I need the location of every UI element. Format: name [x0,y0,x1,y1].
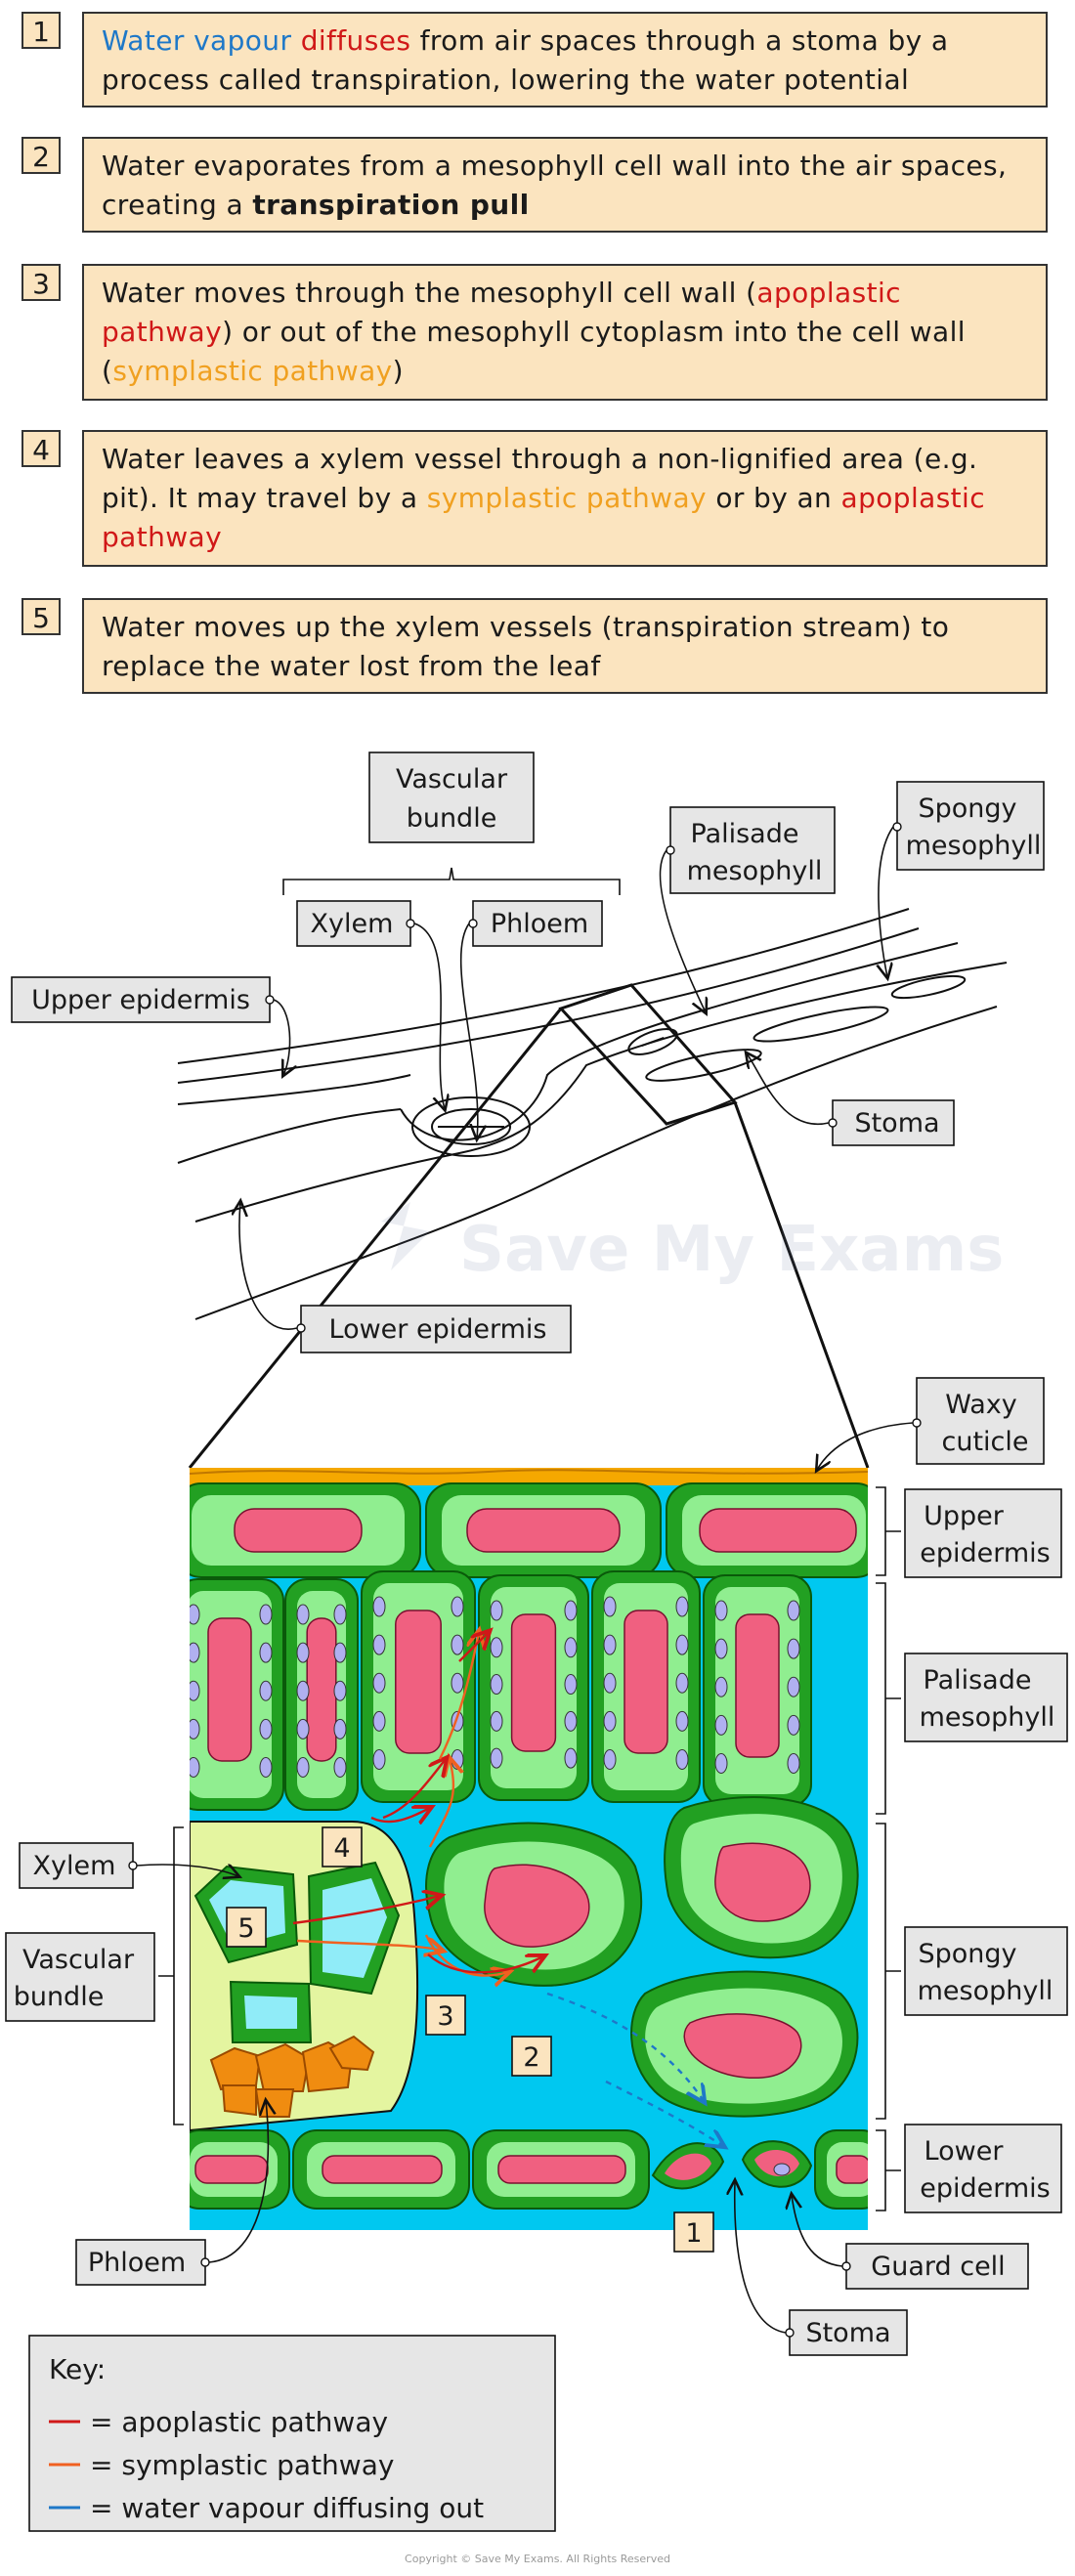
step-text-part: transpiration pull [252,189,530,221]
svg-text:bundle: bundle [14,1982,105,2012]
svg-text:Guard cell: Guard cell [871,2252,1005,2282]
step-text: Water leaves a xylem vessel through a no… [82,430,1048,567]
marker-5: 5 [226,1907,267,1948]
svg-text:3: 3 [437,2001,453,2032]
vascular-bundle-cross [190,1821,419,2132]
svg-text:1: 1 [685,2218,702,2249]
step-text-part: diffuses [300,24,411,57]
label-xylem-top [296,900,411,947]
step-text-part [291,24,300,57]
marker-1: 1 [673,2211,714,2253]
step-text-part: ) or out of the mesophyll cytoplasm into… [102,316,966,387]
svg-text:4: 4 [333,1833,350,1864]
key-apoplastic: = apoplastic pathway [90,2406,388,2438]
svg-text:Stoma: Stoma [854,1108,939,1138]
svg-text:Lower epidermis: Lower epidermis [329,1314,547,1345]
step-number: 5 [22,598,61,635]
label-phloem-top [472,900,603,947]
cross-labels: Waxy cuticle Upper epidermis Palisade me… [5,1377,1068,2356]
step-text-part: ) [392,355,404,387]
step-number: 2 [22,137,61,174]
svg-text:Spongy: Spongy [918,794,1016,824]
step-text-part: Water evaporates from a mesophyll cell w… [102,150,1008,221]
svg-text:mesophyll: mesophyll [918,1976,1054,2006]
svg-text:mesophyll: mesophyll [920,1702,1055,1733]
svg-text:mesophyll: mesophyll [906,831,1042,861]
svg-text:Phloem: Phloem [491,909,588,939]
lower-epidermis-cells [190,2129,868,2210]
step-text: Water evaporates from a mesophyll cell w… [82,137,1048,233]
step-text-part: symplastic pathway [112,355,393,387]
step-number: 1 [22,12,61,49]
zoom-lines [188,983,870,1469]
svg-text:mesophyll: mesophyll [687,856,823,886]
step-text-part: symplastic pathway [426,482,708,514]
label-palisade-top [669,806,836,894]
marker-3: 3 [425,1995,466,2036]
svg-text:Stoma: Stoma [805,2318,890,2348]
step-text-part: from air spaces through a stoma by a pro… [102,24,949,96]
step-text-part: Water moves up the xylem vessels (transp… [102,611,950,682]
leaf-labels: Vascular bundle Xylem Phloem Palisade me… [11,751,1045,1353]
svg-text:Lower: Lower [924,2136,1005,2167]
key-symplastic: = symplastic pathway [90,2449,394,2481]
step-text: Water vapour diffuses from air spaces th… [82,12,1048,107]
key-panel: Key: = apoplastic pathway = symplastic p… [28,2335,556,2532]
svg-text:Xylem: Xylem [33,1851,116,1881]
leaf-outline [177,908,1008,1320]
svg-text:Upper: Upper [924,1501,1005,1531]
svg-text:5: 5 [237,1913,254,1944]
marker-2: 2 [511,2036,552,2077]
watermark: Save My Exams [381,1202,1004,1286]
step-text: Water moves through the mesophyll cell w… [82,264,1048,401]
svg-text:epidermis: epidermis [920,1538,1051,1568]
key-vapour: = water vapour diffusing out [90,2492,484,2524]
svg-text:Palisade: Palisade [924,1665,1032,1696]
svg-text:Save My Exams: Save My Exams [459,1214,1004,1286]
step-text-part: Water moves through the mesophyll cell w… [102,277,757,309]
upper-epidermis-cells [190,1482,868,1578]
step-text-part: apoplastic pathway [102,277,901,348]
pathway-arrows [292,1632,723,2146]
step-markers: 1 2 3 4 5 [226,1826,714,2253]
step-text-part: Water leaves a xylem vessel through a no… [102,443,978,514]
svg-text:Upper epidermis: Upper epidermis [31,985,250,1015]
step-text-part: Water vapour [102,24,292,57]
svg-text:Key:: Key: [49,2353,106,2385]
label-upper-epidermis-top [11,976,271,1023]
svg-text:bundle: bundle [407,803,497,834]
copyright: Copyright © Save My Exams. All Rights Re… [405,2553,670,2565]
svg-text:Vascular: Vascular [22,1945,135,1975]
svg-text:Xylem: Xylem [311,909,394,939]
svg-text:2: 2 [523,2042,539,2073]
palisade-cells [190,1570,812,1811]
step-number: 3 [22,264,61,301]
cross-section [190,1468,868,2230]
step-text-part: or by an [707,482,841,514]
svg-text:epidermis: epidermis [920,2173,1051,2204]
svg-text:cuticle: cuticle [941,1427,1028,1457]
svg-text:Palisade: Palisade [691,819,799,849]
step-number: 4 [22,430,61,467]
marker-4: 4 [322,1826,363,1868]
step-text: Water moves up the xylem vessels (transp… [82,598,1048,694]
svg-text:Waxy: Waxy [945,1390,1016,1420]
spongy-cells [425,1796,859,2118]
svg-text:Phloem: Phloem [88,2248,186,2278]
svg-text:Spongy: Spongy [918,1939,1016,1969]
svg-text:Vascular: Vascular [396,764,508,794]
step-text-part: apoplastic pathway [102,482,986,553]
